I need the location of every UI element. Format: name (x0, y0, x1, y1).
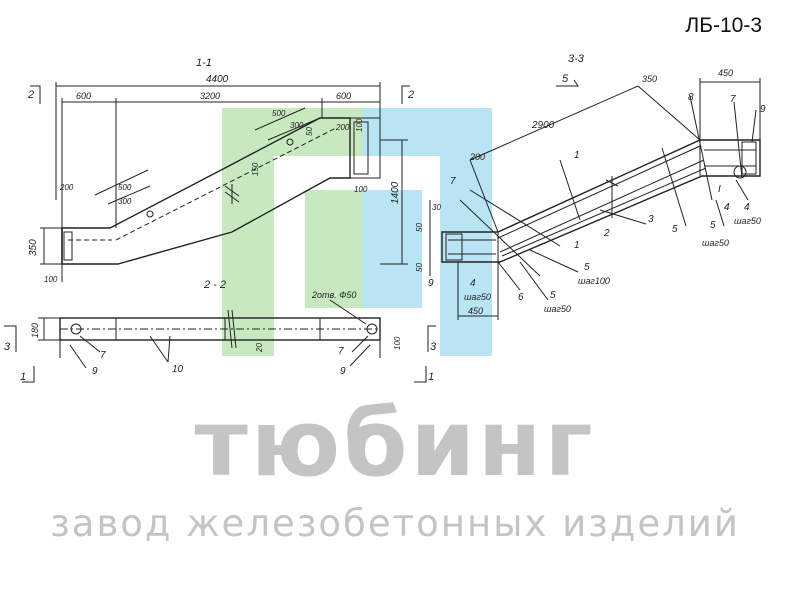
pos-9-b: 9 (760, 104, 766, 115)
dim-450-top: 450 (718, 68, 733, 78)
section-title-2-2: 2 - 2 (203, 279, 226, 291)
dim-300-a: 300 (118, 197, 132, 206)
dim-50-a: 50 (415, 223, 424, 232)
pos-5-b: 5 (584, 262, 590, 273)
dim-100-plan: 100 (393, 336, 402, 350)
watermark-brand: тюбинг (194, 390, 596, 497)
dim-200-a: 200 (59, 183, 74, 192)
drawing-code: ЛБ-10-3 (685, 14, 762, 37)
pos-8: 8 (688, 92, 694, 103)
pos-5-d: 5 (710, 220, 716, 231)
section-title-3-3: 3-3 (568, 53, 585, 65)
step-100: шаг100 (578, 276, 610, 286)
watermark-logo (222, 108, 492, 356)
dim-4400: 4400 (206, 74, 229, 85)
pos-7-a: 7 (450, 176, 456, 187)
pos-1-bottom: 1 (574, 240, 580, 251)
mark-left-3: 3 (4, 341, 11, 353)
section-title-1-1: 1-1 (196, 57, 212, 69)
dim-350-top: 350 (642, 74, 657, 84)
pos-3: 3 (648, 214, 654, 225)
dim-500-b: 500 (272, 109, 286, 118)
section-3-3-detail (429, 78, 761, 320)
dim-1400: 1400 (390, 181, 401, 204)
pos-4-c: 4 (744, 202, 750, 213)
dim-600-left: 600 (76, 91, 91, 101)
dim-180: 180 (30, 323, 40, 338)
pos-9-left: 9 (92, 366, 98, 377)
dim-100-c: 100 (355, 118, 364, 132)
dim-3200: 3200 (200, 91, 220, 101)
mark-right-3: 3 (430, 341, 437, 353)
pos-1-top: 1 (574, 150, 580, 161)
dim-2900: 2900 (531, 120, 555, 131)
section-1-1-beam (30, 82, 410, 282)
watermark-tagline: завод железобетонных изделий (50, 502, 740, 545)
holes-label: 2отв. Ф50 (311, 290, 356, 300)
mark-left-1: 1 (20, 371, 26, 383)
pos-2: 2 (603, 228, 610, 239)
pos-10: 10 (172, 364, 184, 375)
mark-right-1: 1 (428, 371, 434, 383)
dim-600-right: 600 (336, 91, 351, 101)
dim-20: 20 (255, 343, 264, 353)
mark-right-2: 2 (407, 89, 414, 101)
step-50-a: шаг50 (464, 292, 491, 302)
pos-4-a: 4 (470, 278, 476, 289)
pos-5-a: 5 (550, 290, 556, 301)
dim-100-b: 100 (354, 185, 368, 194)
step-50-d: шаг50 (734, 216, 761, 226)
dim-50: 50 (305, 127, 314, 136)
dim-450-bottom: 450 (468, 306, 483, 316)
dim-500-a: 500 (118, 183, 132, 192)
pos-9-a: 9 (428, 278, 434, 289)
pos-6: 6 (518, 292, 524, 303)
step-50-b: шаг50 (544, 304, 571, 314)
dim-50-b: 50 (415, 263, 424, 272)
mark-5: 5 (562, 73, 569, 85)
dim-200: 200 (469, 152, 485, 162)
pos-4-b: 4 (724, 202, 730, 213)
roman-I: I (718, 184, 721, 195)
pos-9-right: 9 (340, 366, 346, 377)
mark-left-2: 2 (27, 89, 34, 101)
dim-100-a: 100 (44, 275, 58, 284)
dim-350: 350 (28, 239, 39, 256)
dim-150: 150 (251, 162, 260, 176)
dim-30: 30 (432, 203, 441, 212)
pos-7-right: 7 (338, 346, 344, 357)
step-50-c: шаг50 (702, 238, 729, 248)
dim-200-b: 200 (335, 123, 350, 132)
pos-7-b: 7 (730, 94, 736, 105)
dim-300-b: 300 (290, 121, 304, 130)
section-2-2-plan (4, 299, 436, 383)
pos-7-left: 7 (100, 350, 106, 361)
pos-5-c: 5 (672, 224, 678, 235)
